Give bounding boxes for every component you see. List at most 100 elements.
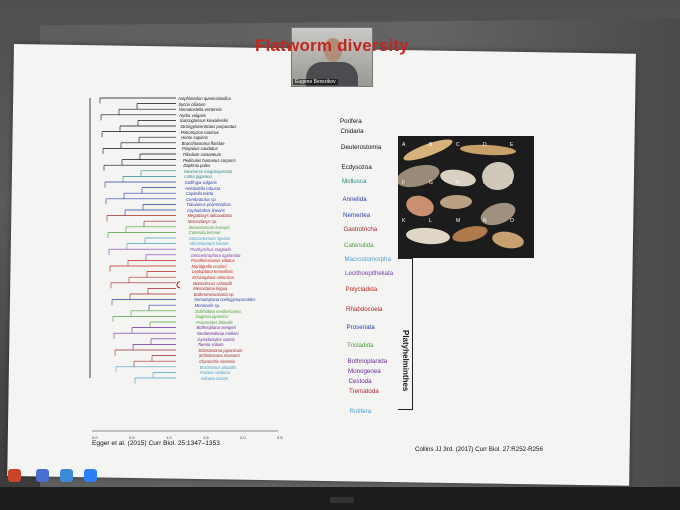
taxon-label: Prorhynchus stagnalis [190, 247, 232, 253]
group-label: Catenulida [344, 242, 374, 249]
taxon-label: Microstomum lineare [189, 241, 229, 247]
taxon-label: Schmidtea mediterranea [195, 308, 241, 314]
phylogenetic-tree [89, 97, 180, 384]
taxon-label: Branchiostoma floridae [181, 140, 225, 146]
taxon-label: Bothrioplana semperi [196, 325, 237, 331]
laser-pointer-dot [176, 281, 180, 289]
axis-tick-label: 2.5 [277, 435, 283, 440]
speaker-head [324, 38, 342, 62]
photo-panel-letter: A [402, 142, 406, 148]
taxon-label: Hydra vulgaris [179, 112, 207, 118]
taxon-label: Monodiscus schmidti [192, 280, 232, 286]
photo-panel-letter: C [456, 142, 460, 148]
group-label: Rotifera [349, 408, 372, 415]
axis-tick-label: 2.0 [240, 435, 246, 440]
taxon-label: Neomenia megatrapezata [183, 168, 233, 174]
taxon-label: Sycon ciliatum [178, 101, 206, 107]
photo-panel-letter: M [456, 218, 460, 224]
group-label: Deuterostomia [341, 144, 382, 151]
group-label: Annelida [342, 196, 367, 203]
photo-panel-letter: G [429, 180, 433, 186]
taxon-label: Maritigrella crozieri [191, 263, 227, 269]
taxon-label: Lottia gigantea [184, 174, 212, 180]
taxon-label: Homo sapiens [181, 135, 208, 141]
taxon-label: Schistosoma mansoni [198, 353, 240, 359]
group-label: Nemertea [343, 212, 371, 219]
taxon-label: Strongylocentrotus purpuratus [180, 123, 237, 129]
slide-title: Flatworm diversity [255, 36, 409, 55]
taxon-label: Neobenedenia melleni [196, 330, 239, 336]
taxon-label: Daphnia pulex [183, 163, 211, 169]
group-label: Rhabdocoela [346, 306, 383, 313]
taxon-label: Stenostomum leucops [188, 224, 230, 230]
taxon-label: Macrostomum lignano [189, 235, 231, 241]
flatworm-specimen [482, 161, 514, 191]
monitor-logo [330, 497, 354, 503]
axis-tick-label: 1.0 [166, 435, 172, 440]
taxon-label: Leptoplana tremellaris [191, 269, 234, 275]
taxon-label: Schistosoma japonicum [198, 347, 243, 353]
taxon-label: Geocentrophora applanata [190, 252, 241, 258]
zoom-icon[interactable] [84, 469, 97, 482]
photo-panel-letter: E [510, 142, 514, 148]
group-label: Cestoda [348, 378, 372, 385]
group-label: Ecdysozoa [341, 164, 372, 171]
taxon-label: Taenia solium [197, 342, 224, 348]
group-label: Bothrioplanida [347, 358, 388, 365]
axis-tick-label: 0.0 [92, 435, 98, 440]
chat-icon[interactable] [60, 469, 73, 482]
photo-panel-letter: O [510, 218, 514, 224]
photo-panel-letter: F [402, 180, 405, 186]
taxon-label: Capitella teleta [185, 191, 214, 197]
group-label: Gastrotricha [343, 226, 378, 233]
flatworm-specimen [396, 164, 440, 188]
platyhelminthes-bracket [398, 258, 413, 410]
taxon-label: Golfingia vulgaris [184, 179, 217, 185]
flatworm-specimen [406, 227, 450, 245]
group-label: Mollusca [342, 178, 367, 185]
photo-panel-letter: J [510, 180, 513, 186]
flatworm-specimen [403, 139, 453, 161]
taxon-label: Petromyzon marinus [180, 129, 220, 135]
taxon-label: Macrodasys sp. [187, 219, 218, 225]
taxon-label: Nematoplana coelogynoporoides [194, 297, 256, 303]
taxon-label: Gyrodactylus salaris [197, 336, 236, 342]
platyhelminthes-label: Platyhelminthes [401, 330, 410, 392]
powerpoint-icon[interactable] [8, 469, 21, 482]
taxon-label: Prostheceraeus vittatus [191, 258, 235, 264]
group-label: Monogenea [348, 368, 381, 375]
people-icon[interactable] [36, 469, 49, 482]
taxon-label: Monocelis sp. [194, 302, 221, 308]
axis-tick-label: 0.5 [129, 435, 135, 440]
taxon-label: Saccoglossus kowalevskii [179, 118, 228, 124]
group-label: Trematoda [349, 388, 379, 395]
group-label: Porifera [340, 118, 362, 125]
taxon-label: Cephalothrix linearis [187, 207, 225, 213]
flatworm-specimen [452, 226, 488, 242]
axis-tick-label: 1.5 [203, 435, 209, 440]
photo-panel-letter: L [429, 218, 432, 224]
flatworm-specimen [440, 169, 476, 187]
flatworm-specimen [406, 195, 434, 217]
taxon-label: Echinoplana celerrima [192, 275, 234, 280]
photo-panel-letter: D [483, 142, 487, 148]
taskbar [0, 465, 110, 487]
taxon-label: Rotaria rotatoria [200, 370, 231, 376]
group-label: Macrostomorpha [344, 256, 391, 263]
taxon-label: Amphimedon queenslandica [178, 96, 231, 101]
taxon-label: Dugesia japonica [195, 314, 228, 320]
taxon-label: Brachionus plicatilis [199, 364, 237, 370]
photo-panel-letter: H [456, 180, 460, 186]
taxon-label: Pediculus humanus corporis [182, 157, 236, 163]
photo-panel-letter: B [429, 142, 433, 148]
speaker-video-thumbnail[interactable]: Eugene Berezikov [291, 27, 373, 87]
photo-panel-letter: K [402, 218, 406, 224]
taxon-label: Procerodes littoralis [196, 319, 233, 325]
taxon-label: Megadasys ialicaudatus [187, 213, 233, 219]
taxon-label: Nematostella vectensis [178, 107, 222, 113]
taxon-label: Clonorchis sinensis [199, 358, 236, 364]
taxon-label: Mesostoma lingua [193, 286, 228, 292]
taxon-label: Bothromesostoma sp. [193, 291, 235, 297]
